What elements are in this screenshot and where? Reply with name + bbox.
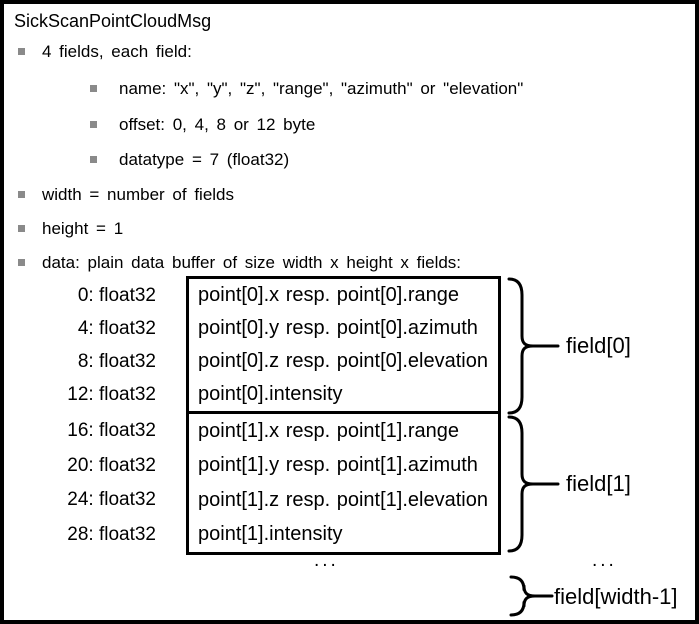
- bullet-item-width: width = number of fields: [4, 184, 689, 206]
- bullet-item-name: name: "x", "y", "z", "range", "azimuth" …: [4, 78, 689, 100]
- box-row: point[1].x resp. point[1].range: [198, 419, 460, 442]
- box-row: point[0].x resp. point[0].range: [198, 284, 460, 306]
- offset-cell: 0: float32: [77, 284, 156, 306]
- offset-cell: 4: float32: [77, 317, 156, 339]
- offset-cell: 20: float32: [67, 454, 156, 476]
- box-row: point[1].y resp. point[1].azimuth: [198, 454, 478, 477]
- curly-brace-icon: [509, 575, 554, 617]
- data-box: point[0].x resp. point[0].range point[0].…: [186, 276, 501, 414]
- bullet-item-fields: 4 fields, each field:: [4, 41, 689, 63]
- offset-column: 16: float32 20: float32 24: float32 28: flo…: [64, 414, 156, 552]
- box-row: point[1].intensity: [198, 523, 343, 546]
- bullet-square-icon: [90, 156, 97, 163]
- ellipsis-right: ...: [592, 550, 617, 571]
- bullet-square-icon: [18, 48, 25, 55]
- bullet-item-datatype: datatype = 7 (float32): [4, 149, 689, 171]
- box-row: point[1].z resp. point[1].elevation: [198, 488, 488, 511]
- bullet-square-icon: [18, 225, 25, 232]
- curly-brace-icon: [507, 415, 560, 553]
- offset-cell: 16: float32: [67, 420, 156, 442]
- bullet-item-data: data: plain data buffer of size width x …: [4, 252, 689, 274]
- bullet-item-offset: offset: 0, 4, 8 or 12 byte: [4, 114, 689, 136]
- offset-cell: 28: float32: [67, 523, 156, 545]
- field-width-minus-1-label: field[width-1]: [554, 584, 678, 609]
- bullet-label: datatype = 7 (float32): [119, 150, 290, 169]
- offset-cell: 24: float32: [67, 489, 156, 511]
- bullet-label: name: "x", "y", "z", "range", "azimuth" …: [119, 79, 524, 98]
- bullet-square-icon: [18, 259, 25, 266]
- bullet-label: data: plain data buffer of size width x …: [42, 253, 462, 272]
- ellipsis-center: ...: [314, 550, 339, 571]
- bullet-square-icon: [90, 85, 97, 92]
- bullet-label: offset: 0, 4, 8 or 12 byte: [119, 115, 316, 134]
- bullet-square-icon: [90, 121, 97, 128]
- page-title: SickScanPointCloudMsg: [14, 11, 212, 31]
- bullet-label: width = number of fields: [42, 185, 235, 204]
- offset-cell: 8: float32: [77, 350, 156, 372]
- data-box: point[1].x resp. point[1].range point[1].…: [186, 411, 501, 555]
- bullet-square-icon: [18, 191, 25, 198]
- bullet-item-height: height = 1: [4, 218, 689, 240]
- field1-label: field[1]: [566, 471, 631, 496]
- box-row: point[0].y resp. point[0].azimuth: [198, 317, 478, 339]
- field0-label: field[0]: [566, 333, 631, 358]
- offset-cell: 12: float32: [67, 383, 156, 405]
- bullet-label: height = 1: [42, 219, 124, 238]
- curly-brace-icon: [507, 277, 560, 415]
- bullet-label: 4 fields, each field:: [42, 42, 192, 61]
- box-row: point[0].intensity: [198, 383, 343, 405]
- offset-column: 0: float32 4: float32 8: float32 12: float3…: [64, 279, 156, 411]
- box-row: point[0].z resp. point[0].elevation: [198, 350, 488, 372]
